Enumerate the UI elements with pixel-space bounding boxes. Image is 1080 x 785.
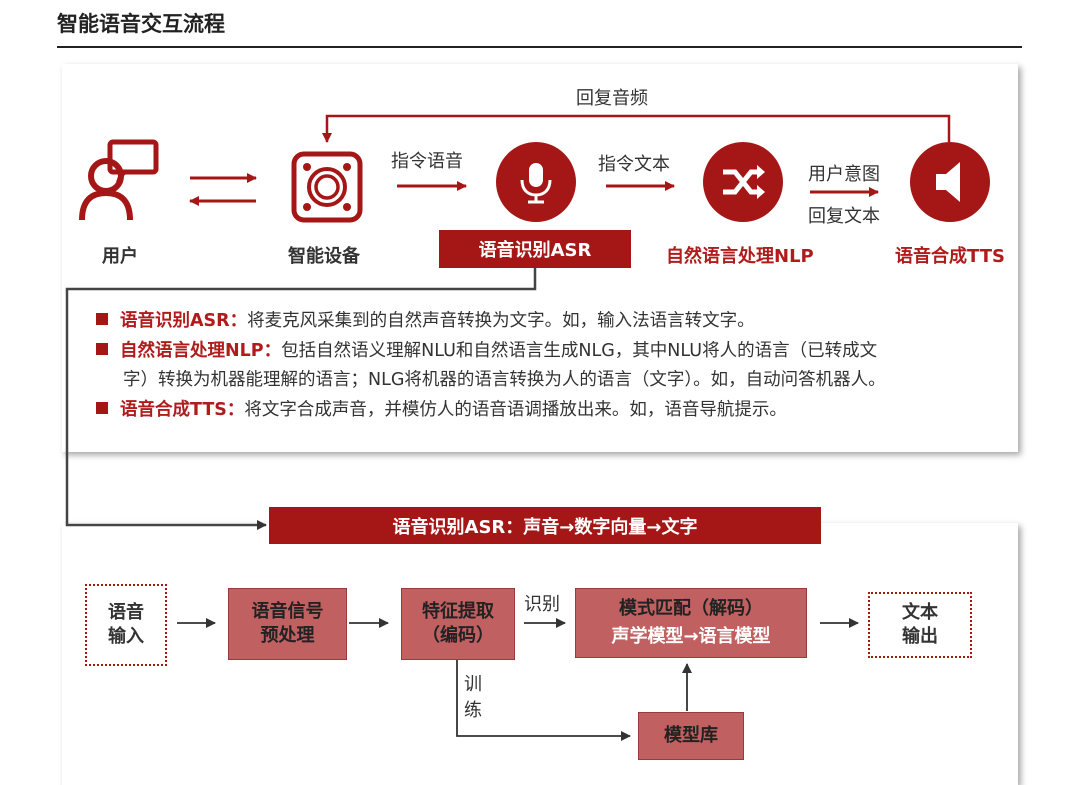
bullet-square (96, 402, 108, 414)
title-rule (57, 46, 1022, 48)
nlp-label: 自然语言处理NLP (666, 246, 814, 267)
label-command-speech: 指令语音 (391, 151, 463, 172)
smart-device-icon (291, 151, 363, 227)
label-user-intent: 用户意图 (808, 164, 880, 185)
train-label: 训 练 (463, 672, 483, 724)
train-char: 训 (464, 674, 482, 695)
asr-to-banner-line (65, 268, 537, 530)
bullet-square (96, 343, 108, 355)
user-label: 用户 (102, 246, 138, 267)
user-speech-icon (76, 138, 164, 230)
box-line: 声学模型→语言模型 (611, 626, 771, 647)
definition-text: 将麦克风采集到的自然声音转换为文字。如，输入法语言转文字。 (247, 311, 755, 331)
pattern-matching-box: 模式匹配（解码） 声学模型→语言模型 (575, 588, 807, 658)
model-library-box: 模型库 (638, 712, 744, 760)
box-line: 预处理 (260, 625, 315, 646)
box-line: 输出 (902, 626, 938, 647)
smart-device-label: 智能设备 (288, 246, 360, 267)
definition-text: 将文字合成声音，并模仿人的语音语调播放出来。如，语音导航提示。 (244, 400, 787, 420)
bullet-square (96, 313, 108, 325)
box-line: 模式匹配（解码） (619, 598, 763, 619)
feedback-line (322, 114, 951, 143)
asr-flow-banner: 语音识别ASR：声音→数字向量→文字 (269, 507, 821, 544)
box-line: （编码） (422, 625, 494, 646)
definition-text-cont: 字）转换为机器能理解的语言；NLG将机器的语言转换为人的语言（文字）。如，自动问… (123, 370, 886, 390)
box-line: 特征提取 (422, 601, 494, 622)
page-title: 智能语音交互流程 (57, 12, 225, 36)
definition-text: 包括自然语义理解NLU和自然语言生成NLG，其中NLU将人的语言（已转成文 (281, 341, 878, 361)
train-line (456, 660, 631, 741)
recognize-label: 识别 (524, 594, 560, 615)
definition-asr: 语音识别ASR：将麦克风采集到的自然声音转换为文字。如，输入法语言转文字。 (96, 307, 755, 336)
tts-label: 语音合成TTS (895, 246, 1005, 267)
box-line: 输入 (108, 626, 144, 647)
asr-label-box: 语音识别ASR (439, 230, 631, 268)
box-line: 模型库 (664, 725, 718, 746)
box-line: 语音信号 (251, 601, 324, 622)
text-output-box: 文本 输出 (868, 592, 972, 658)
definition-term: 语音识别ASR： (120, 311, 248, 331)
microphone-icon (496, 142, 576, 222)
definition-term: 语音合成TTS： (120, 400, 245, 420)
train-char: 练 (464, 700, 482, 721)
definition-nlp: 自然语言处理NLP：包括自然语义理解NLU和自然语言生成NLG，其中NLU将人的… (96, 337, 886, 395)
definition-term: 自然语言处理NLP： (120, 341, 282, 361)
speech-input-box: 语音 输入 (85, 584, 167, 666)
bottom-panel (62, 523, 1018, 785)
speaker-icon (910, 142, 990, 222)
box-line: 语音 (108, 602, 144, 623)
feedback-label: 回复音频 (576, 88, 648, 109)
label-command-text: 指令文本 (598, 154, 670, 175)
feature-extraction-box: 特征提取 （编码） (401, 588, 515, 660)
preprocess-box: 语音信号 预处理 (228, 588, 347, 660)
shuffle-icon (703, 142, 783, 222)
label-reply-text: 回复文本 (808, 206, 880, 227)
definition-tts: 语音合成TTS：将文字合成声音，并模仿人的语音语调播放出来。如，语音导航提示。 (96, 396, 787, 425)
box-line: 文本 (902, 602, 938, 623)
